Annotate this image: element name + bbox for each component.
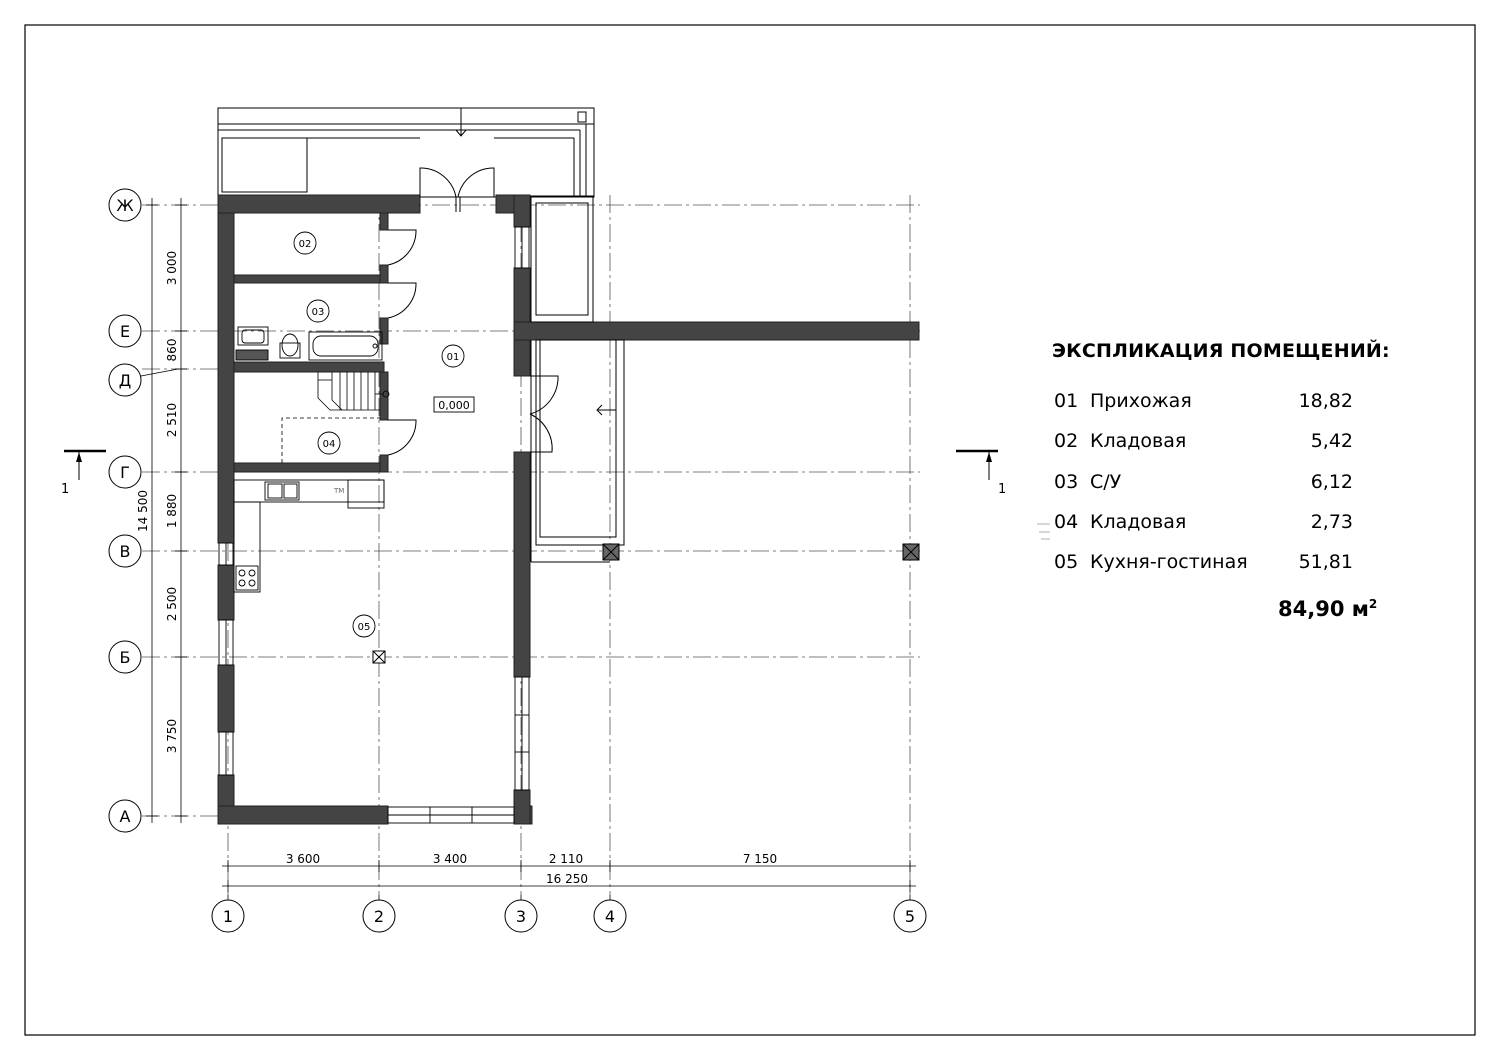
porch-terrace	[217, 107, 595, 198]
dim-h-3400: 3 400	[433, 852, 467, 866]
room-row: 01 Прихожая 18,82	[1052, 390, 1472, 430]
axis-label-2: 2	[374, 907, 384, 926]
room-tag-02-label: 02	[299, 239, 312, 250]
vertical-dimension-chain	[146, 198, 187, 823]
axis-label-a: А	[120, 807, 131, 826]
axis-marker-d	[108, 363, 142, 397]
room-area: 51,81	[1298, 551, 1353, 574]
room-number: 01	[1054, 390, 1079, 412]
sheet-frame	[24, 24, 1476, 1036]
dim-h-2110: 2 110	[549, 852, 583, 866]
kitchen-fixtures	[233, 479, 385, 593]
room-name: Кухня-гостиная	[1090, 551, 1248, 574]
fridge-tag: ТМ	[333, 487, 344, 495]
axis-label-3: 3	[516, 907, 526, 926]
room-row: 02 Кладовая 5,42	[1052, 430, 1472, 470]
room-schedule: ЭКСПЛИКАЦИЯ ПОМЕЩЕНИЙ: 01 Прихожая 18,82…	[1052, 340, 1472, 621]
dim-h-3600: 3 600	[286, 852, 320, 866]
room-tag-03-label: 03	[312, 307, 325, 318]
level-mark: 0,000	[438, 399, 470, 412]
level-mark-box	[433, 396, 475, 413]
dim-v-3750: 3 750	[165, 719, 179, 753]
walls	[217, 194, 920, 825]
axis-label-v: В	[120, 542, 131, 561]
room-row: 05 Кухня-гостиная 51,81	[1052, 551, 1472, 591]
room-tag-01	[441, 344, 465, 368]
room-row: 04 Кладовая 2,73	[1052, 511, 1472, 551]
dim-h-7150: 7 150	[743, 852, 777, 866]
axis-label-d: Д	[119, 371, 132, 390]
axis-label-b: Б	[120, 648, 131, 667]
bathroom-fixtures	[235, 326, 383, 361]
axis-marker-zh	[108, 188, 142, 222]
total-area: 84,90 м2	[1278, 597, 1377, 621]
room-name: Кладовая	[1090, 430, 1187, 453]
total-area-value: 84,90 м	[1278, 597, 1369, 621]
axis-marker-1	[211, 899, 245, 933]
room-tags	[293, 231, 465, 638]
axis-label-4: 4	[605, 907, 615, 926]
dim-v-2510: 2 510	[165, 403, 179, 437]
room-number: 04	[1054, 510, 1079, 533]
axis-marker-b	[108, 640, 142, 674]
axis-label-5: 5	[905, 907, 915, 926]
axis-marker-v	[108, 534, 142, 568]
axis-marker-2	[362, 899, 396, 933]
room-area: 18,82	[1298, 390, 1353, 412]
room-area: 5,42	[1310, 430, 1353, 453]
room-number: 03	[1054, 470, 1079, 493]
section-mark-right	[956, 449, 998, 480]
side-terrace	[530, 195, 625, 563]
room-area: 6,12	[1310, 470, 1353, 493]
room-area: 2,73	[1310, 510, 1353, 533]
room-tag-05-label: 05	[358, 622, 371, 633]
axis-marker-4	[593, 899, 627, 933]
room-number: 02	[1054, 430, 1079, 453]
staircase	[281, 372, 390, 463]
axis-d-leader	[140, 368, 179, 377]
axis-label-zh: Ж	[116, 196, 133, 215]
text-artifact	[1037, 523, 1050, 540]
room-tag-02	[293, 231, 317, 255]
room-tag-05	[352, 614, 376, 638]
room-tag-04	[317, 431, 341, 455]
dim-v-1880: 1 880	[165, 494, 179, 528]
total-area-unit-sup: 2	[1368, 597, 1378, 611]
room-tag-01-label: 01	[447, 352, 460, 363]
columns	[372, 543, 920, 664]
room-name: Прихожая	[1090, 390, 1192, 412]
room-tag-04-label: 04	[323, 439, 336, 450]
windows	[218, 226, 530, 824]
axis-label-g: Г	[120, 463, 130, 482]
axis-marker-g	[108, 455, 142, 489]
dim-v-3000: 3 000	[165, 251, 179, 285]
dim-h-total: 16 250	[546, 872, 588, 886]
room-row: 03 С/У 6,12	[1052, 471, 1472, 511]
axis-label-1: 1	[223, 907, 233, 926]
dim-v-860: 860	[165, 339, 179, 362]
axis-marker-a	[108, 799, 142, 833]
axis-marker-e	[108, 314, 142, 348]
dim-v-2500: 2 500	[165, 587, 179, 621]
axis-marker-5	[893, 899, 927, 933]
room-name: Кладовая	[1090, 510, 1187, 533]
room-number: 05	[1054, 551, 1079, 574]
dim-v-total: 14 500	[136, 490, 150, 532]
section-mark-right-label: 1	[998, 482, 1006, 497]
room-tag-03	[306, 299, 330, 323]
section-mark-left	[64, 449, 106, 480]
axis-marker-3	[504, 899, 538, 933]
horizontal-dimension-chain	[222, 860, 916, 892]
room-schedule-title: ЭКСПЛИКАЦИЯ ПОМЕЩЕНИЙ:	[1052, 340, 1390, 362]
section-mark-left-label: 1	[61, 482, 69, 497]
room-name: С/У	[1090, 470, 1122, 493]
axis-label-e: Е	[120, 322, 130, 341]
